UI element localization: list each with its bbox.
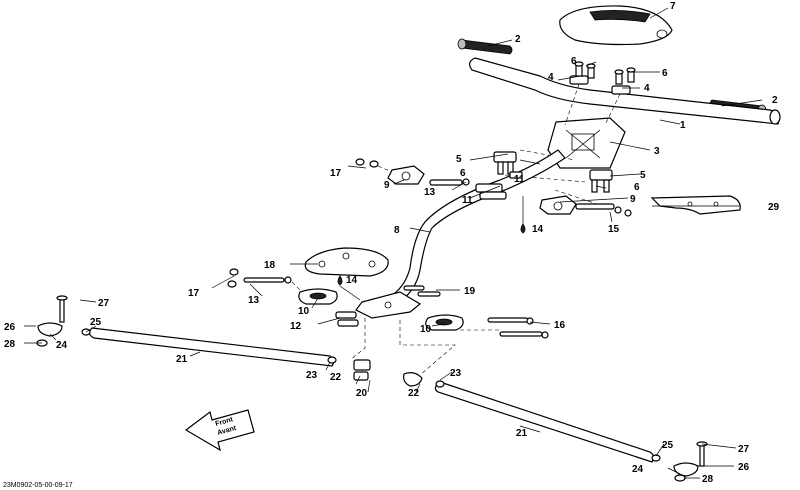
callout-11: 11 xyxy=(514,174,525,185)
tie-rod-left[interactable] xyxy=(88,327,335,367)
lower-support-left[interactable] xyxy=(298,288,338,305)
diagram-reference-code: 23M0902-05-00-09-17 xyxy=(3,482,73,489)
screw-top-right-2[interactable] xyxy=(626,67,636,83)
tie-rod-end-left-inner[interactable] xyxy=(327,356,371,381)
handlebar[interactable] xyxy=(469,57,781,125)
callout-5: 5 xyxy=(640,170,646,181)
grease-point-lower xyxy=(337,275,361,301)
callout-29: 29 xyxy=(768,202,780,213)
tie-rod-end-right-inner[interactable] xyxy=(403,372,445,388)
callout-26: 26 xyxy=(738,462,750,473)
lower-bolts[interactable] xyxy=(403,285,441,297)
callout-23: 23 xyxy=(306,370,318,381)
callout-13: 13 xyxy=(248,295,260,306)
callout-11: 11 xyxy=(462,195,473,206)
callout-2: 2 xyxy=(772,95,778,106)
callout-10: 10 xyxy=(420,324,432,335)
callout-17: 17 xyxy=(330,168,342,179)
lower-clamp-left[interactable] xyxy=(493,151,517,163)
callout-23: 23 xyxy=(450,368,462,379)
callout-6: 6 xyxy=(571,56,577,67)
callout-28: 28 xyxy=(4,339,16,350)
callout-4: 4 xyxy=(644,83,650,94)
screw-top-right[interactable] xyxy=(614,69,624,85)
callout-2: 2 xyxy=(515,34,521,45)
callout-12: 12 xyxy=(290,321,302,332)
column-plate[interactable] xyxy=(650,195,741,215)
column-bushing-upper[interactable] xyxy=(475,171,523,200)
column-support-left[interactable] xyxy=(387,165,425,185)
column-support-right[interactable] xyxy=(539,195,577,215)
callout-8: 8 xyxy=(394,225,400,236)
callout-24: 24 xyxy=(56,340,68,351)
callout-10: 10 xyxy=(298,306,310,317)
callout-7: 7 xyxy=(670,1,676,12)
callout-21: 21 xyxy=(516,428,528,439)
lower-right-bolts[interactable] xyxy=(487,317,549,339)
bolt-upper-right[interactable] xyxy=(575,203,632,217)
callout-9: 9 xyxy=(384,180,390,191)
bolt-upper-mid[interactable] xyxy=(429,178,470,186)
front-direction-arrow: Front Avant xyxy=(184,409,255,452)
ball-joint-left[interactable] xyxy=(36,295,91,347)
steering-arm-bracket[interactable] xyxy=(355,291,422,319)
callout-6: 6 xyxy=(634,182,640,193)
callout-28: 28 xyxy=(702,474,714,485)
callout-25: 25 xyxy=(90,317,102,328)
callout-18: 18 xyxy=(264,260,276,271)
callout-9: 9 xyxy=(630,194,636,205)
callout-24: 24 xyxy=(632,464,644,475)
callout-27: 27 xyxy=(738,444,750,455)
callout-22: 22 xyxy=(330,372,342,383)
callout-17: 17 xyxy=(188,288,200,299)
grip-left[interactable] xyxy=(457,38,513,55)
callout-19: 19 xyxy=(464,286,476,297)
callout-14: 14 xyxy=(346,275,358,286)
callout-21: 21 xyxy=(176,354,188,365)
lower-support-right[interactable] xyxy=(425,314,464,331)
callout-4: 4 xyxy=(548,72,554,83)
leader-lines xyxy=(24,7,763,479)
callout-3: 3 xyxy=(654,146,660,157)
callout-25: 25 xyxy=(662,440,674,451)
handlebar-pad[interactable] xyxy=(559,5,673,46)
lower-left-hardware[interactable] xyxy=(227,268,303,293)
screw-top-left-2[interactable] xyxy=(586,63,596,79)
callout-27: 27 xyxy=(98,298,110,309)
callout-6: 6 xyxy=(662,68,668,79)
handlebar-clamp-block[interactable] xyxy=(547,117,626,169)
upper-clamp-right[interactable] xyxy=(611,85,631,95)
callout-26: 26 xyxy=(4,322,16,333)
callout-1: 1 xyxy=(680,120,686,131)
screw-lower-right[interactable] xyxy=(591,179,610,193)
callout-5: 5 xyxy=(456,154,462,165)
callout-16: 16 xyxy=(554,320,566,331)
grease-point-upper xyxy=(520,196,526,234)
lower-clamp-right[interactable] xyxy=(589,169,613,181)
ball-joint-right[interactable] xyxy=(651,441,708,482)
callout-13: 13 xyxy=(424,187,436,198)
front-label: Front xyxy=(215,416,235,428)
callout-labels: 7 2 2 1 3 6 6 4 4 5 5 6 6 17 9 13 11 11 … xyxy=(4,1,780,485)
callout-6: 6 xyxy=(460,168,466,179)
lower-column-cover[interactable] xyxy=(304,247,389,277)
callout-14: 14 xyxy=(532,224,544,235)
lower-washers[interactable] xyxy=(335,311,359,327)
callout-22: 22 xyxy=(408,388,420,399)
tie-rod-right[interactable] xyxy=(434,381,655,463)
callout-15: 15 xyxy=(608,224,620,235)
bolt-upper-left[interactable] xyxy=(355,158,393,173)
callout-20: 20 xyxy=(356,388,368,399)
